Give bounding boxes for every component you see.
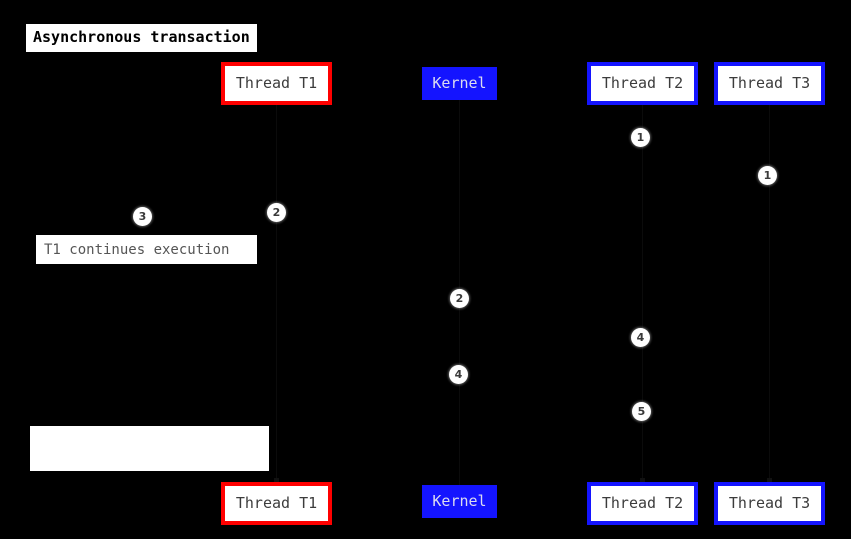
step-badge-t3-1: 1 [758,166,777,185]
participant-label: Kernel [432,74,487,92]
participant-thread-t3-top[interactable]: Thread T3 [714,62,825,105]
participant-kernel-bottom[interactable]: Kernel [422,485,497,518]
participant-label: Thread T1 [235,74,318,92]
diagram-title: Asynchronous transaction [26,24,257,52]
step-badge-t1-2: 2 [267,203,286,222]
participant-thread-t2-bottom[interactable]: Thread T2 [587,482,698,525]
participant-thread-t2-top[interactable]: Thread T2 [587,62,698,105]
participant-label: Thread T1 [235,494,318,512]
step-badge-t2-4: 4 [631,328,650,347]
participant-label: Thread T3 [728,74,811,92]
participant-label: Kernel [432,492,487,510]
lifeline-t3 [769,105,770,482]
participant-kernel-top[interactable]: Kernel [422,67,497,100]
lifeline-nub-t3-bottom [767,478,772,482]
note-t1-continues-execution: T1 continues execution [36,235,257,264]
participant-label: Thread T2 [601,494,684,512]
step-badge-t1-3: 3 [133,207,152,226]
step-badge-t2-1: 1 [631,128,650,147]
participant-thread-t3-bottom[interactable]: Thread T3 [714,482,825,525]
lifeline-t2 [642,105,643,482]
participant-label: Thread T2 [601,74,684,92]
step-badge-kernel-4: 4 [449,365,468,384]
note-text: T1 continues execution [44,241,230,258]
lifeline-t1 [276,105,277,482]
participant-thread-t1-bottom[interactable]: Thread T1 [221,482,332,525]
note-blank [30,426,269,471]
lifeline-nub-t1-bottom [274,478,279,482]
step-badge-t2-5: 5 [632,402,651,421]
lifeline-nub-t2-bottom [640,478,645,482]
participant-label: Thread T3 [728,494,811,512]
step-badge-kernel-2: 2 [450,289,469,308]
participant-thread-t1-top[interactable]: Thread T1 [221,62,332,105]
